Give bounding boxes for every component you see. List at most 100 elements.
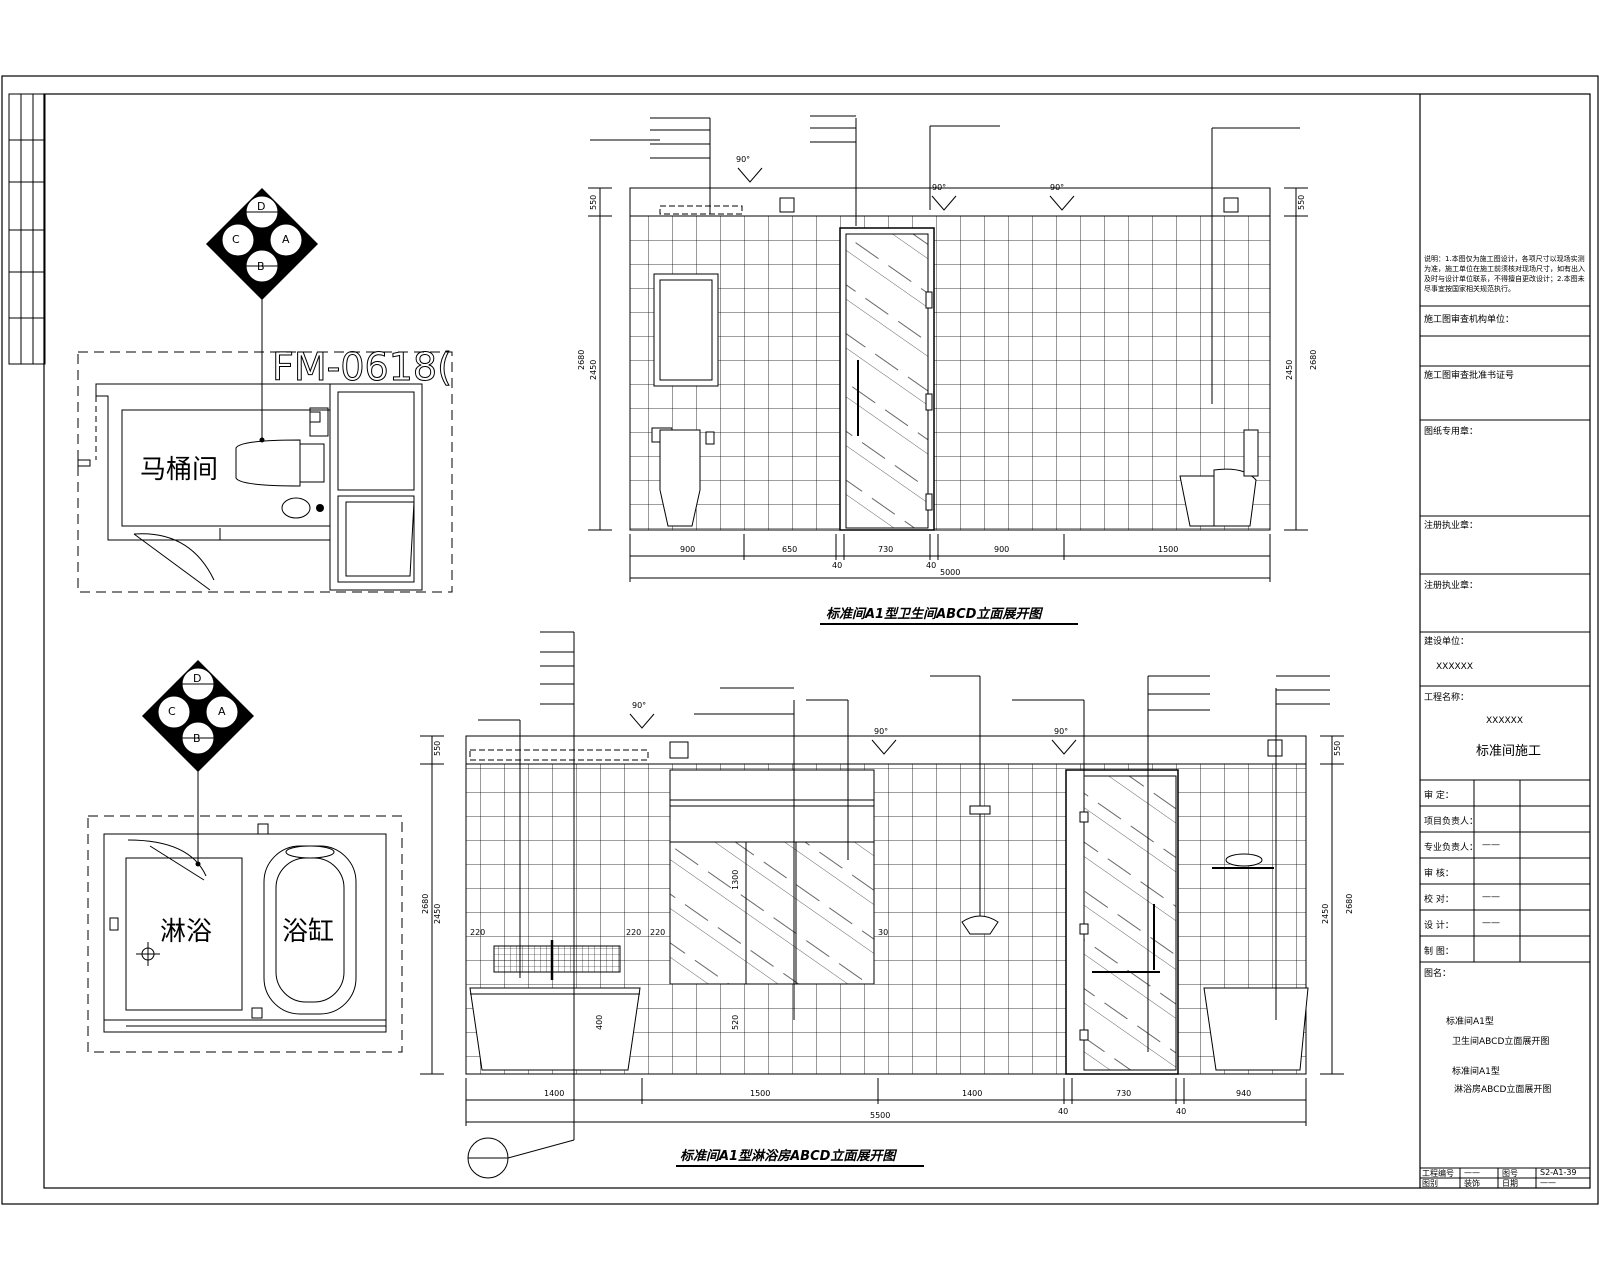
date-value: —— [1540, 1178, 1556, 1187]
sign-row-draw: 制 图： [1424, 947, 1454, 957]
sign-value-check: —— [1482, 892, 1500, 902]
project-name-label: 工程名称： [1424, 693, 1470, 703]
angle-bottom-2: 90° [874, 727, 888, 736]
bottom-width-dim-1: 1400 [544, 1089, 564, 1098]
sheet-no-label: 图号 [1502, 1169, 1518, 1178]
bottom-height-dim-2680-left: 2680 [421, 894, 430, 914]
angle-bottom-1: 90° [632, 701, 646, 710]
project-name-code: XXXXXX [1486, 716, 1523, 726]
top-height-dim-550-right: 550 [1297, 195, 1306, 210]
bottom-height-dim-550-left: 550 [433, 741, 442, 756]
compass-bottom-d: D [193, 672, 201, 685]
bottom-inner-dim-4: 30 [878, 928, 888, 937]
shower-label: 淋浴 [160, 917, 212, 947]
client-value: XXXXXX [1436, 662, 1473, 672]
project-name-value: 标准间施工 [1476, 744, 1542, 759]
compass-bottom-a: A [218, 705, 226, 718]
bottom-height-dim-2450-left: 2450 [433, 904, 442, 924]
top-width-dim-7: 1500 [1158, 545, 1178, 554]
bottom-width-dim-2: 1500 [750, 1089, 770, 1098]
bottom-width-dim-6: 40 [1176, 1107, 1186, 1116]
category-value: 装饰 [1464, 1179, 1480, 1188]
bottom-inner-dim-5: 400 [595, 1015, 604, 1030]
toilet-room-label: 马桶间 [140, 455, 218, 485]
title-block-frame [1419, 94, 1590, 1188]
drawing-name-1: 标准间A1型 [1446, 1017, 1494, 1027]
sign-row-project-lead: 项目负责人： [1424, 817, 1479, 827]
bottom-inner-dim-7: 520 [731, 1015, 740, 1030]
top-width-dim-1: 900 [680, 545, 695, 554]
sign-value-design: —— [1482, 918, 1500, 928]
fm-stamp: FM-0618( [272, 345, 452, 389]
bottom-height-dim-2680-right: 2680 [1345, 894, 1354, 914]
top-height-dim-550-left: 550 [589, 195, 598, 210]
shower-plan [87, 770, 403, 1053]
top-width-dim-6: 900 [994, 545, 1009, 554]
bottom-inner-dim-6: 1300 [731, 870, 740, 890]
compass-bottom [142, 660, 254, 772]
bottom-height-dim-550-right: 550 [1333, 741, 1342, 756]
bathtub-label: 浴缸 [282, 917, 334, 947]
toilet-plan [77, 290, 453, 593]
angle-top-3: 90° [1050, 183, 1064, 192]
angle-top-2: 90° [932, 183, 946, 192]
top-elevation-title: 标准间A1型卫生间ABCD立面展开图 [826, 606, 1043, 622]
registered-seal-label-1: 注册执业章： [1424, 521, 1479, 531]
top-width-dim-3: 40 [832, 561, 842, 570]
sign-row-check: 校 对： [1424, 895, 1454, 905]
compass-top-a: A [282, 233, 290, 246]
sign-row-design: 设 计： [1424, 921, 1454, 931]
compass-top-d: D [257, 200, 265, 213]
angle-marks-top [737, 167, 1075, 211]
angle-bottom-3: 90° [1054, 727, 1068, 736]
bottom-width-dim-5: 730 [1116, 1089, 1131, 1098]
drawing-name-4: 淋浴房ABCD立面展开图 [1454, 1085, 1552, 1095]
client-label: 建设单位： [1424, 637, 1470, 647]
bottom-inner-dim-3: 220 [650, 928, 665, 937]
top-height-dim-2680-right: 2680 [1309, 350, 1318, 370]
sign-row-discipline-lead: 专业负责人： [1424, 843, 1479, 853]
top-height-dim-2680-left: 2680 [577, 350, 586, 370]
angle-top-1: 90° [736, 155, 750, 164]
category-label: 图别 [1422, 1179, 1438, 1188]
sheet-inner-border [43, 93, 1591, 1189]
bottom-inner-dim-1: 220 [470, 928, 485, 937]
sheet-outer-border [1, 75, 1599, 1205]
compass-bottom-b: B [193, 732, 201, 745]
drawing-name-label: 图名： [1424, 969, 1452, 979]
sign-row-review: 审 核： [1424, 869, 1454, 879]
project-no-label: 工程编号 [1422, 1169, 1454, 1178]
compass-top [206, 188, 318, 300]
top-height-dim-2450-right: 2450 [1285, 360, 1294, 380]
date-label: 日期 [1502, 1179, 1518, 1188]
bottom-height-dim-2450-right: 2450 [1321, 904, 1330, 924]
notes-text: 说明：1.本图仅为施工图设计，各项尺寸以现场实测为准，施工单位在施工前须核对现场… [1424, 255, 1585, 293]
compass-bottom-c: C [168, 705, 176, 718]
sign-value-discipline-lead: —— [1482, 840, 1500, 850]
project-no-value: —— [1464, 1168, 1480, 1177]
bottom-width-dim-3: 1400 [962, 1089, 982, 1098]
review-agency-label: 施工图审查机构单位： [1424, 315, 1515, 325]
review-approval-label: 施工图审查批准书证号 [1424, 371, 1515, 381]
top-width-dim-5: 40 [926, 561, 936, 570]
compass-top-c: C [232, 233, 240, 246]
top-elevation [588, 115, 1308, 625]
top-height-dim-2450-left: 2450 [589, 360, 598, 380]
top-total-width: 5000 [940, 568, 960, 577]
sheet-no-value: S2-A1-39 [1540, 1168, 1577, 1177]
top-width-dim-4: 730 [878, 545, 893, 554]
bottom-width-dim-7: 940 [1236, 1089, 1251, 1098]
bottom-total-width: 5500 [870, 1111, 890, 1120]
binding-strip [8, 93, 46, 365]
angle-marks-bottom [629, 713, 1077, 755]
bottom-inner-dim-2: 220 [626, 928, 641, 937]
compass-top-b: B [257, 260, 265, 273]
bottom-elevation [420, 631, 1344, 1179]
bottom-width-dim-4: 40 [1058, 1107, 1068, 1116]
drawing-name-3: 标准间A1型 [1452, 1067, 1500, 1077]
drawing-name-2: 卫生间ABCD立面展开图 [1452, 1037, 1550, 1047]
drawing-seal-label: 图纸专用章： [1424, 427, 1479, 437]
bottom-elevation-title: 标准间A1型淋浴房ABCD立面展开图 [680, 1148, 897, 1164]
sign-row-approve: 审 定： [1424, 791, 1454, 801]
registered-seal-label-2: 注册执业章： [1424, 581, 1479, 591]
